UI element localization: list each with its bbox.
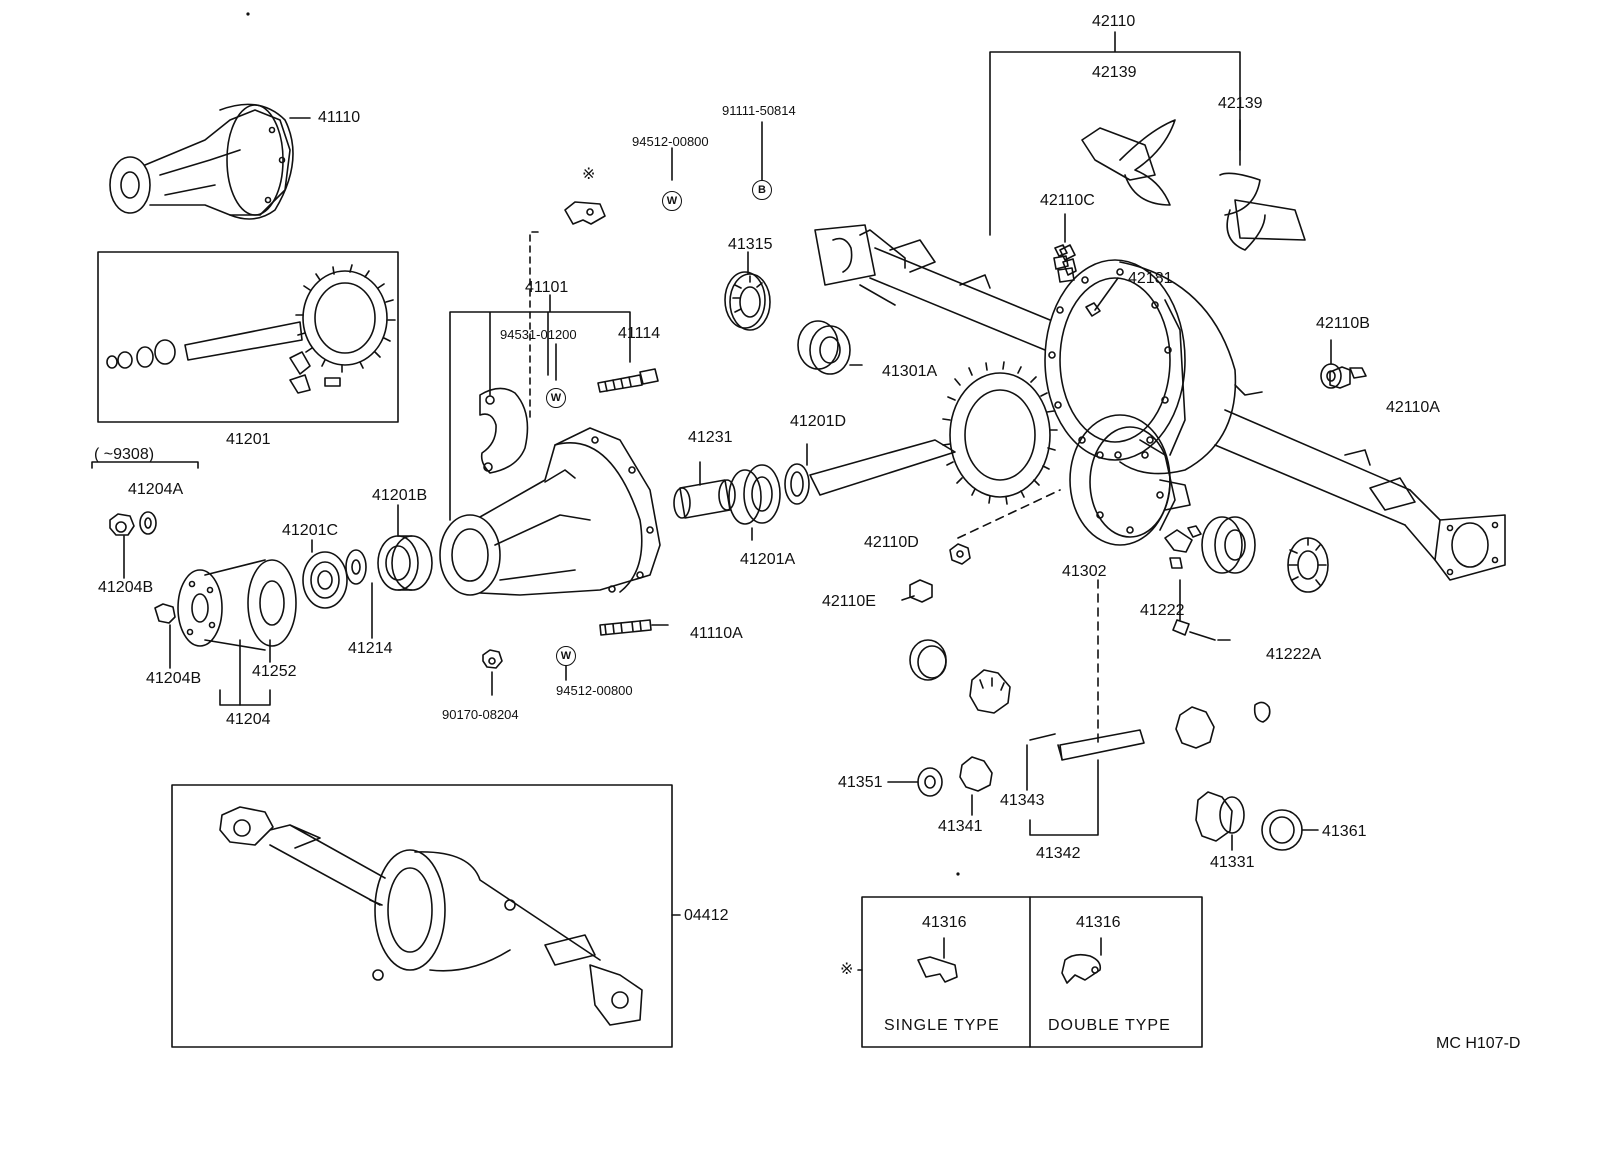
label-41101: 41101 (525, 279, 569, 296)
label-41252: 41252 (252, 663, 297, 680)
label-42110B: 42110B (1316, 315, 1370, 332)
carrier-housing-drawing (440, 428, 660, 595)
label-41114: 41114 (618, 325, 661, 342)
diagram-code: MC H107-D (1436, 1035, 1521, 1052)
legend-double-label: DOUBLE TYPE (1048, 1017, 1171, 1034)
asterisk-mark-legend: ※ (840, 961, 854, 978)
label-41110A: 41110A (690, 625, 743, 642)
label-41201A: 41201A (740, 551, 796, 568)
label-94512-00800-bot: 94512-00800 (556, 683, 633, 698)
stud-41110A (600, 620, 668, 635)
label-41331: 41331 (1210, 854, 1255, 871)
label-41201C: 41201C (282, 522, 339, 539)
symbol-b: B (752, 180, 772, 200)
label-42181: 42181 (1128, 270, 1173, 287)
label-41361: 41361 (1322, 823, 1367, 840)
label-41201B: 41201B (372, 487, 428, 504)
label-42110C: 42110C (1040, 192, 1095, 209)
speck (957, 873, 959, 875)
label-42139-right: 42139 (1218, 95, 1263, 112)
label-41343: 41343 (1000, 792, 1045, 809)
ring-pinion-kit-box (98, 252, 398, 422)
label-41204B-top: 41204B (98, 579, 154, 596)
label-04412: 04412 (684, 907, 729, 924)
companion-flange-group (110, 512, 432, 650)
nut-90170 (483, 650, 502, 695)
symbol-w-bot: W (556, 646, 576, 666)
range-note: ( ~9308) (94, 446, 155, 463)
breather-42110C (1054, 214, 1074, 282)
label-41204A: 41204A (128, 481, 184, 498)
symbol-w-top: W (662, 191, 682, 211)
bracket-42139-pair (1082, 120, 1305, 250)
speck (247, 13, 249, 15)
legend-double-part: 41316 (1076, 914, 1121, 931)
range-bracket (92, 462, 198, 468)
label-41301A: 41301A (882, 363, 938, 380)
plug-42110D-E (902, 544, 970, 602)
legend-single-part: 41316 (922, 914, 967, 931)
axle-housing-assembly-box (172, 785, 680, 1047)
side-bearing-group (1165, 517, 1328, 640)
label-41204B-bot: 41204B (146, 670, 202, 687)
asterisk-mark: ※ (582, 166, 596, 183)
diff-case-drawing (958, 415, 1190, 745)
label-42110: 42110 (1092, 13, 1136, 30)
legend-box (858, 897, 1202, 1047)
label-41214: 41214 (348, 640, 393, 657)
label-41302: 41302 (1062, 563, 1107, 580)
label-42139-left: 42139 (1092, 64, 1137, 81)
label-94531-01200: 94531-01200 (500, 327, 577, 342)
label-42110A: 42110A (1386, 399, 1440, 416)
label-41351: 41351 (838, 774, 883, 791)
label-42110D: 42110D (864, 534, 919, 551)
pinion-gear-group (674, 252, 1057, 540)
label-41341: 41341 (938, 818, 983, 835)
label-42110E: 42110E (822, 593, 876, 610)
bearing-cap-parts (480, 202, 658, 473)
diff-internals-drawing (888, 640, 1318, 850)
label-41110: 41110 (318, 109, 361, 126)
bracket-41101 (450, 295, 630, 520)
label-41204: 41204 (226, 711, 271, 728)
label-41315: 41315 (728, 236, 773, 253)
label-41231: 41231 (688, 429, 733, 446)
label-90170-08204: 90170-08204 (442, 707, 519, 722)
label-41222A: 41222A (1266, 646, 1322, 663)
label-41201: 41201 (226, 431, 271, 448)
symbol-w-mid: W (546, 388, 566, 408)
legend-single-label: SINGLE TYPE (884, 1017, 1000, 1034)
leader-lines (124, 122, 762, 705)
axle-housing-drawing (815, 32, 1505, 580)
label-41342: 41342 (1036, 845, 1081, 862)
label-91111-50814: 91111-50814 (722, 103, 796, 118)
label-94512-00800-top: 94512-00800 (632, 134, 709, 149)
carrier-assembly-drawing (110, 104, 310, 219)
label-41201D: 41201D (790, 413, 847, 430)
label-41222: 41222 (1140, 602, 1185, 619)
